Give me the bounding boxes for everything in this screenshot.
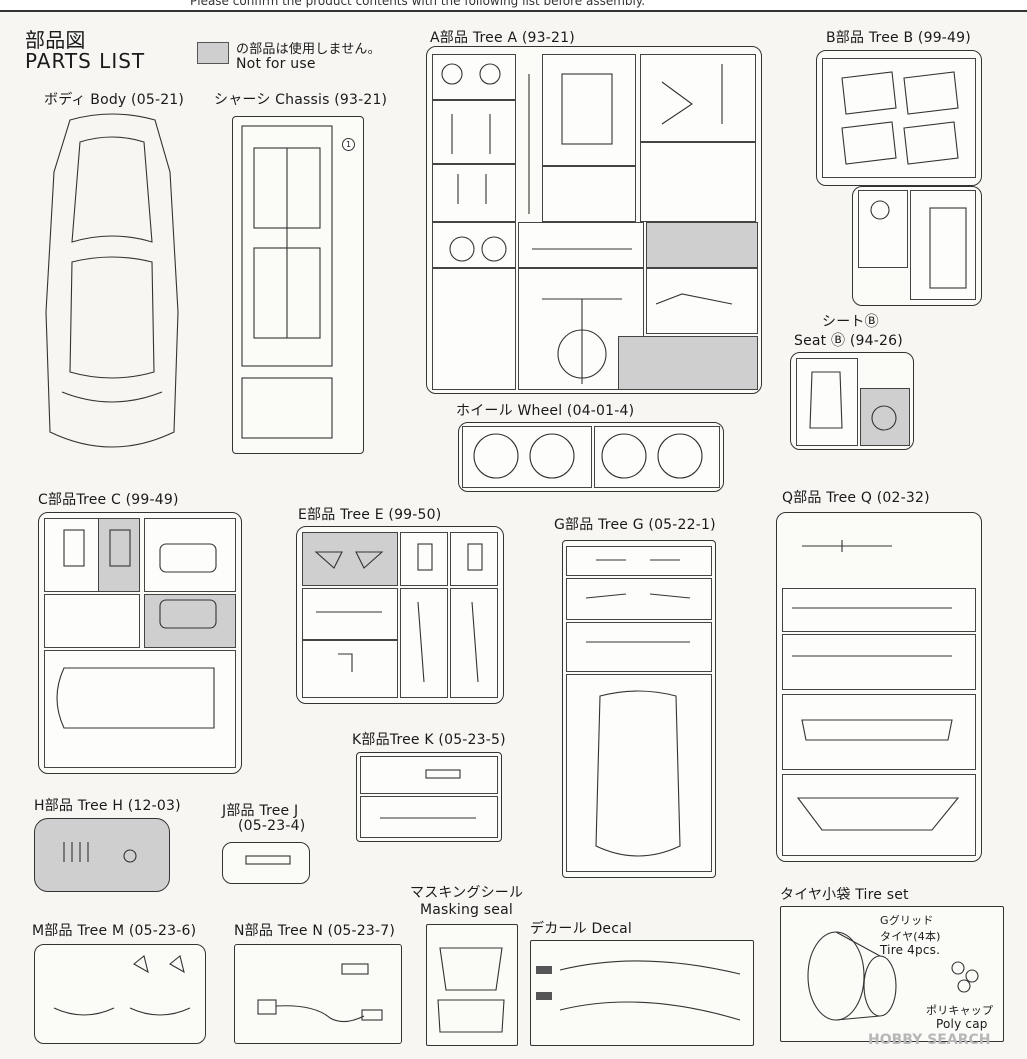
tree-b-cell-23-24 (822, 58, 976, 178)
tree-a-cell-16 (432, 268, 516, 390)
tire-set-label: タイヤ小袋 Tire set (780, 887, 909, 903)
tree-k-label: K部品Tree K (05-23-5) (352, 732, 506, 748)
tree-a-cell-9-10 (542, 166, 636, 222)
polycap-label-en: Poly cap (936, 1017, 988, 1031)
tree-a-parts (441, 63, 733, 384)
chassis-label: シャーシ Chassis (93-21) (214, 92, 388, 108)
tree-a-cell-17 (518, 222, 644, 268)
tree-n-parts (257, 963, 383, 1023)
tree-a-cell-6 (432, 164, 516, 222)
tree-h-panel (34, 818, 170, 892)
tree-h-label: H部品 Tree H (12-03) (34, 798, 181, 814)
tree-c-cell-30 (144, 518, 236, 592)
tree-g-label: G部品 Tree G (05-22-1) (554, 517, 716, 533)
wheel-cell-left (462, 426, 592, 488)
tree-b-parts (841, 71, 967, 289)
tree-a-cell-4-5 (432, 100, 516, 164)
polycap-label-ja: ポリキャップ (926, 1004, 994, 1017)
decal-sheet (530, 940, 754, 1046)
tire-count-en: Tire 4pcs. (880, 943, 941, 957)
tree-n-panel (234, 944, 402, 1044)
tree-a-cell-14-15 (432, 222, 516, 268)
tree-c-cell-31-33 (44, 594, 140, 648)
part-1-marker: 1 (342, 138, 355, 151)
body-drawing (45, 113, 179, 448)
top-notice-bar: Please confirm the product contents with… (0, 0, 1027, 12)
tree-a-cell-13 (640, 142, 756, 222)
tree-g-cell-60 (566, 674, 712, 872)
tree-a-label: A部品 Tree A (93-21) (430, 30, 575, 46)
tree-q-label: Q部品 Tree Q (02-32) (782, 490, 930, 506)
masking-parts (437, 947, 505, 1033)
tree-c-cell-29 (144, 594, 236, 648)
tree-j-parts (245, 855, 291, 865)
decal-parts (536, 960, 741, 1021)
tree-k-cell-85-86 (360, 756, 498, 794)
legend-ja: の部品は使用しません。 (236, 42, 381, 57)
tree-e-cell-39 (450, 532, 498, 586)
tree-b-label: B部品 Tree B (99-49) (826, 30, 971, 46)
tree-m-panel (34, 944, 206, 1044)
seat-cell-1 (796, 358, 858, 446)
tree-q-cell-96 (782, 694, 976, 770)
tree-a-cell-11-12 (640, 54, 756, 142)
tree-c-cell-28 (44, 650, 236, 768)
tire-count-ja: タイヤ(4本) (880, 930, 941, 943)
tree-e-parts (314, 543, 483, 683)
tree-e-cell-41 (302, 640, 398, 698)
tree-a-cell-20 (646, 222, 758, 268)
tree-e-cell-43-44 (302, 532, 398, 586)
masking-label-en: Masking seal (420, 902, 513, 918)
tree-j-panel (222, 842, 310, 884)
tree-a-cell-2-3 (432, 54, 516, 100)
tire-parts (807, 931, 979, 1021)
seat-label-ja: シートⒷ (822, 314, 879, 330)
tree-g-cell-63-64 (566, 546, 712, 576)
seat-parts (809, 371, 897, 431)
tree-e-cell-38 (400, 588, 448, 698)
decal-label: デカール Decal (530, 921, 633, 937)
legend-en: Not for use (236, 56, 316, 72)
chassis-drawing (241, 125, 333, 439)
title-ja: 部品図 (25, 28, 86, 52)
tree-q-cell-95 (782, 634, 976, 690)
wheel-label: ホイール Wheel (04-01-4) (456, 403, 635, 419)
tree-g-cell-62 (566, 578, 712, 620)
tire-grid-label: Gグリッド (880, 914, 934, 927)
tree-b-cell-25-26 (858, 190, 908, 268)
not-for-use-swatch (197, 42, 229, 64)
watermark: HOBBY SEARCH (868, 1032, 991, 1048)
tree-a-cell-8 (542, 54, 636, 166)
body-label: ボディ Body (05-21) (44, 92, 185, 108)
tree-e-cell-42 (302, 588, 398, 640)
tree-g-parts (585, 559, 691, 857)
tree-c-label: C部品Tree C (99-49) (38, 492, 179, 508)
tree-a-cell-22 (618, 336, 758, 390)
tree-j-label-2: (05-23-4) (238, 818, 306, 834)
tree-q-parts (792, 540, 960, 831)
seat-label-en: Seat Ⓑ (94-26) (794, 333, 903, 349)
tree-m-parts (53, 955, 191, 1016)
title-en: PARTS LIST (25, 49, 146, 73)
tree-q-cell-94 (782, 588, 976, 632)
tree-k-parts (380, 769, 476, 819)
tree-h-parts (63, 842, 137, 863)
tree-g-cell-61 (566, 622, 712, 672)
tree-e-label: E部品 Tree E (99-50) (298, 507, 442, 523)
tree-e-cell-37 (450, 588, 498, 698)
wheel-parts (473, 433, 703, 479)
seat-cell-2 (860, 388, 910, 446)
notice-text: Please confirm the product contents with… (190, 0, 646, 8)
tree-j-label-1: J部品 Tree J (222, 803, 299, 819)
tree-c-parts (56, 529, 217, 729)
tree-e-cell-40 (400, 532, 448, 586)
tree-n-label: N部品 Tree N (05-23-7) (234, 923, 396, 939)
tree-m-label: M部品 Tree M (05-23-6) (32, 923, 197, 939)
masking-label-ja: マスキングシール (410, 885, 524, 901)
tree-k-cell-84 (360, 796, 498, 838)
